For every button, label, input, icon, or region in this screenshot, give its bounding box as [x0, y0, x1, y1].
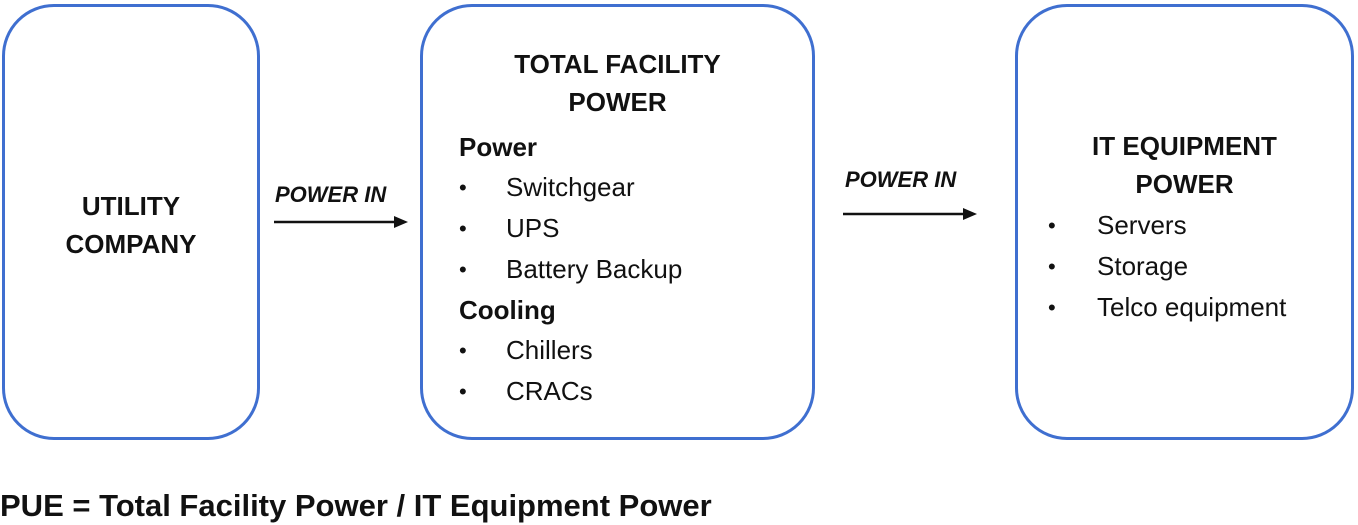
utility-title-line2: COMPANY: [65, 229, 197, 259]
it-title-line1: IT EQUIPMENT: [1092, 131, 1277, 161]
list-item-label: Chillers: [506, 335, 593, 365]
list-item: • Switchgear: [459, 167, 682, 208]
list-item-label: CRACs: [506, 376, 593, 406]
list-item: • CRACs: [459, 371, 682, 412]
bullet-icon: •: [459, 338, 467, 363]
total-facility-power-title: TOTAL FACILITY POWER: [423, 45, 812, 121]
arrow-utility-to-facility: [274, 216, 408, 228]
list-item: • Chillers: [459, 330, 682, 371]
facility-title-line2: POWER: [568, 87, 667, 117]
it-equipment-power-box: IT EQUIPMENT POWER • Servers • Storage •…: [1015, 4, 1354, 440]
list-item: • UPS: [459, 208, 682, 249]
utility-title-line1: UTILITY: [81, 191, 181, 221]
list-item-label: UPS: [506, 213, 560, 243]
bullet-icon: •: [459, 175, 467, 200]
bullet-icon: •: [1048, 295, 1056, 320]
power-heading: Power: [459, 132, 538, 162]
it-title-line2: POWER: [1135, 169, 1234, 199]
list-item: • Telco equipment: [1048, 287, 1286, 328]
power-in-label-2: POWER IN: [845, 167, 957, 192]
cooling-heading: Cooling: [459, 295, 556, 325]
bullet-icon: •: [459, 257, 467, 282]
facility-title-line1: TOTAL FACILITY: [514, 49, 721, 79]
pue-formula: PUE = Total Facility Power / IT Equipmen…: [0, 488, 712, 523]
bullet-icon: •: [1048, 213, 1056, 238]
bullet-icon: •: [1048, 254, 1056, 279]
facility-content: Power • Switchgear • UPS • Battery Backu…: [459, 127, 682, 412]
utility-company-title: UTILITY COMPANY: [5, 187, 257, 263]
list-item: • Battery Backup: [459, 249, 682, 290]
bullet-icon: •: [459, 216, 467, 241]
power-in-label-1: POWER IN: [275, 182, 387, 207]
list-item-label: Battery Backup: [506, 254, 683, 284]
utility-company-box: UTILITY COMPANY: [2, 4, 260, 440]
bullet-icon: •: [459, 379, 467, 404]
it-equipment-power-title: IT EQUIPMENT POWER: [1018, 127, 1351, 203]
total-facility-power-box: TOTAL FACILITY POWER Power • Switchgear …: [420, 4, 815, 440]
list-item: • Storage: [1048, 246, 1286, 287]
list-item-label: Storage: [1097, 251, 1189, 281]
list-item: • Servers: [1048, 205, 1286, 246]
it-equipment-list: • Servers • Storage • Telco equipment: [1048, 205, 1286, 328]
list-item-label: Telco equipment: [1097, 292, 1287, 322]
arrow-facility-to-it: [843, 208, 977, 220]
list-item-label: Servers: [1097, 210, 1187, 240]
list-item-label: Switchgear: [506, 172, 635, 202]
